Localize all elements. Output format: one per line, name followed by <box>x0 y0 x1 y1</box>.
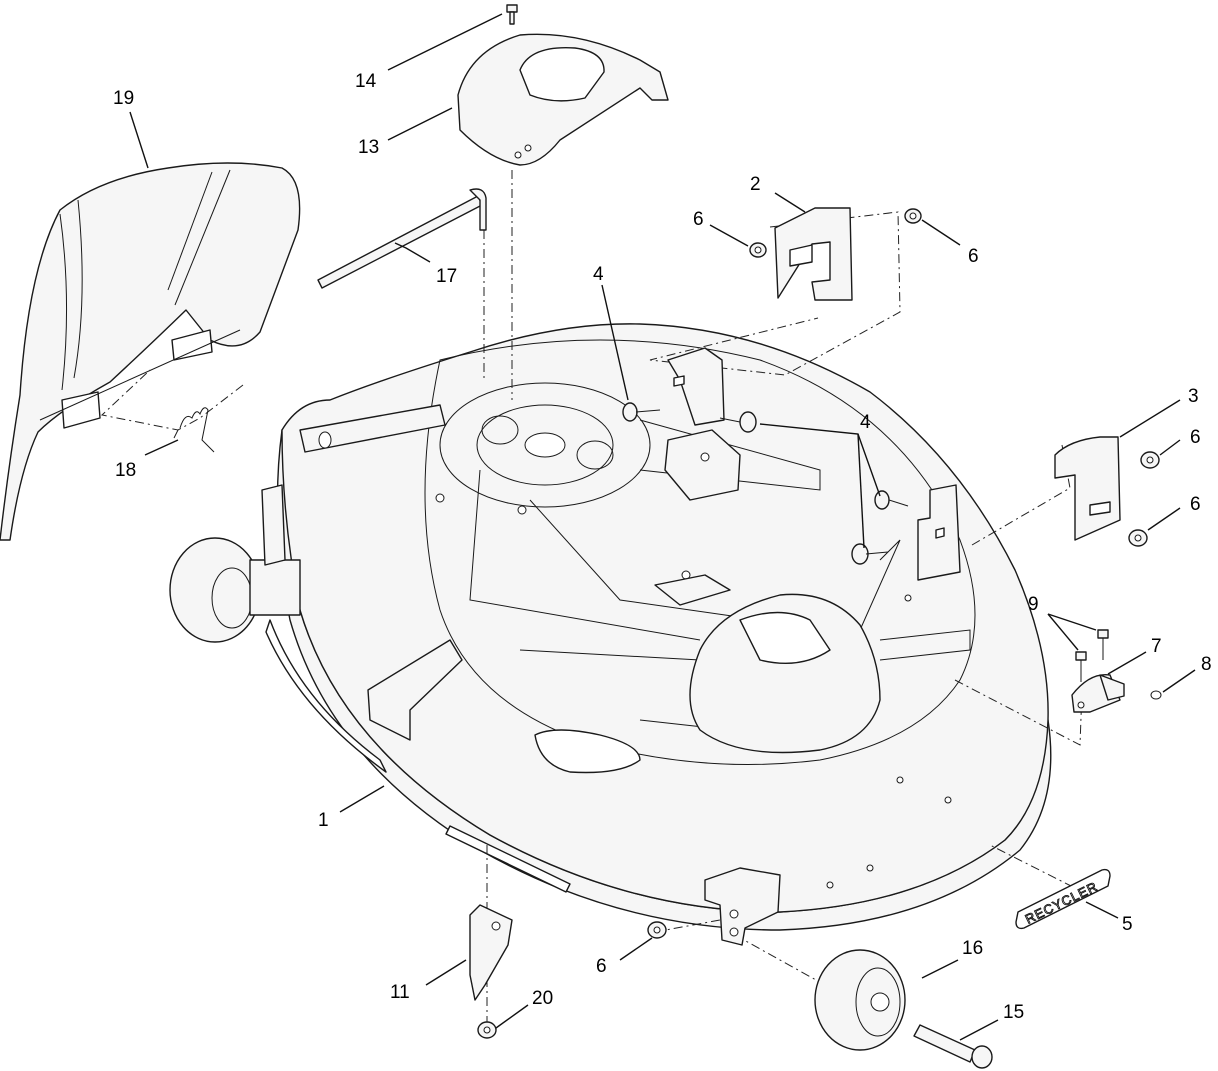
pivot-rod <box>317 188 487 289</box>
nut-b <box>904 208 922 224</box>
nut-c <box>1140 451 1160 469</box>
callout-1: 1 <box>318 810 329 831</box>
callout-labels: 1 2 3 4 4 5 6 6 6 6 6 7 8 9 11 13 14 15 … <box>113 71 1212 1023</box>
callout-6c: 6 <box>1190 427 1201 448</box>
callout-19: 19 <box>113 88 134 109</box>
callout-4a: 4 <box>593 264 604 285</box>
callout-4b: 4 <box>860 412 871 433</box>
wash-port-fitting <box>1071 673 1125 713</box>
nut-a <box>749 242 767 258</box>
deck-baffle-plate <box>654 429 741 606</box>
deck-front-bracket <box>917 484 961 581</box>
deck-wheel-left <box>169 484 301 643</box>
callout-6a: 6 <box>693 209 704 230</box>
callout-17: 17 <box>436 266 457 287</box>
callout-20: 20 <box>532 988 553 1009</box>
callout-3: 3 <box>1188 386 1199 407</box>
belt-cover <box>457 33 669 166</box>
height-adjust-bracket <box>469 904 513 1001</box>
carriage-bolt-c <box>874 490 909 510</box>
callout-6d: 6 <box>1190 494 1201 515</box>
callout-8: 8 <box>1201 654 1212 675</box>
cover-bolt <box>506 4 518 25</box>
leader-lines <box>129 13 1196 1041</box>
callout-7: 7 <box>1151 636 1162 657</box>
flange-screw-b <box>1075 651 1087 682</box>
callout-14: 14 <box>355 71 377 92</box>
flange-nut-20 <box>477 1021 497 1039</box>
discharge-chute <box>0 162 301 541</box>
torsion-spring <box>173 407 215 453</box>
callout-9: 9 <box>1028 594 1039 615</box>
carriage-bolt-d <box>851 543 889 565</box>
carriage-bolt-b <box>719 411 757 433</box>
callout-2: 2 <box>750 174 761 195</box>
callout-13: 13 <box>358 137 379 158</box>
nut-d <box>1128 529 1148 547</box>
callout-15: 15 <box>1003 1002 1024 1023</box>
o-ring <box>1150 690 1162 700</box>
front-wheel-bracket <box>704 867 781 946</box>
carriage-bolt-a <box>622 402 661 422</box>
callout-11: 11 <box>390 982 410 1003</box>
mounting-bracket-3 <box>1054 436 1121 541</box>
deck-spindle-cover <box>689 593 881 754</box>
recycler-decal: RECYCLER <box>1015 868 1111 930</box>
deck-rear-bracket <box>667 347 725 426</box>
callout-18: 18 <box>115 460 136 481</box>
callout-6e: 6 <box>596 956 607 977</box>
callout-6b: 6 <box>968 246 979 267</box>
callout-16: 16 <box>962 938 983 959</box>
deck-wheel-16 <box>814 949 906 1051</box>
mower-deck-housing <box>265 323 1052 931</box>
mounting-bracket-2 <box>774 207 853 301</box>
callout-5: 5 <box>1122 914 1133 935</box>
wheel-axle-bolt <box>913 1024 993 1069</box>
nut-e <box>647 921 667 939</box>
flange-screw-a <box>1097 629 1109 660</box>
